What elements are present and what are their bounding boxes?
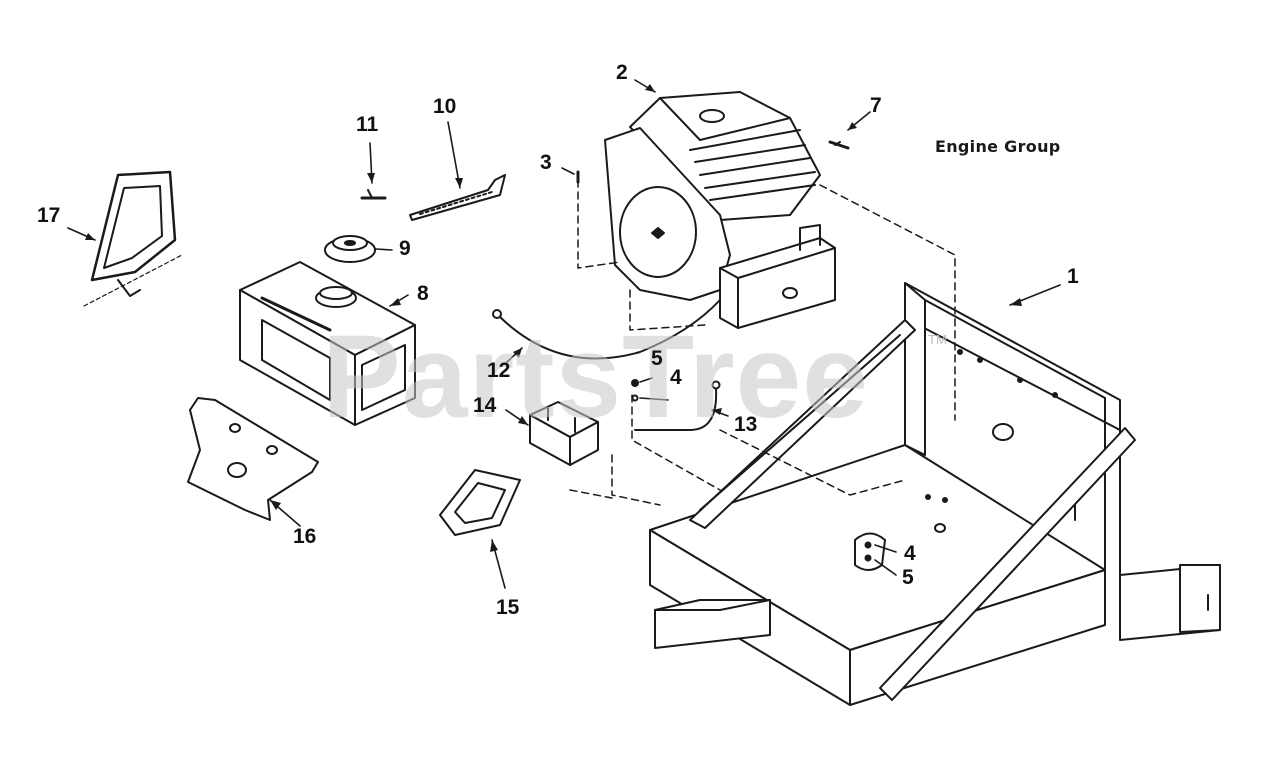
strap-part-10 xyxy=(409,174,506,221)
assembly-guide-lines xyxy=(569,179,956,506)
callout-4-lower[interactable]: 4 xyxy=(904,542,916,565)
callout-2[interactable]: 2 xyxy=(616,61,628,84)
watermark: PartsTree xyxy=(322,311,869,443)
fastener-group xyxy=(631,379,639,402)
wire-part-13 xyxy=(634,380,721,431)
callout-12[interactable]: 12 xyxy=(487,359,511,382)
callout-1[interactable]: 1 xyxy=(1067,265,1079,288)
fuel-tank-part-8 xyxy=(239,261,416,426)
frame-part xyxy=(649,282,1221,706)
callout-7[interactable]: 7 xyxy=(870,94,882,117)
fuel-cap-part-9 xyxy=(324,235,376,263)
callout-5-upper[interactable]: 5 xyxy=(651,347,663,370)
cable-part-12 xyxy=(492,299,721,360)
spark-plug-part-7 xyxy=(828,140,850,150)
callout-16[interactable]: 16 xyxy=(293,525,317,548)
diagram-caption: Engine Group xyxy=(935,137,1061,156)
leader-arrowheads xyxy=(85,84,1022,552)
callout-3[interactable]: 3 xyxy=(540,151,552,174)
callout-10[interactable]: 10 xyxy=(433,95,457,118)
callout-5-lower[interactable]: 5 xyxy=(902,566,914,589)
gasket-part-15 xyxy=(439,469,521,536)
callout-8[interactable]: 8 xyxy=(417,282,429,305)
battery-part-14 xyxy=(529,401,599,466)
callout-4-upper[interactable]: 4 xyxy=(670,366,682,389)
handle-part-17 xyxy=(83,170,183,307)
callout-9[interactable]: 9 xyxy=(399,237,411,260)
callout-11[interactable]: 11 xyxy=(356,113,379,136)
callout-17[interactable]: 17 xyxy=(37,204,61,227)
bracket-plate-part-16 xyxy=(187,397,319,521)
callout-14[interactable]: 14 xyxy=(473,394,497,417)
callout-13[interactable]: 13 xyxy=(734,413,758,436)
clip-part-11 xyxy=(360,189,387,200)
watermark-trademark: TM xyxy=(928,332,947,347)
engine-part xyxy=(604,91,836,329)
callout-15[interactable]: 15 xyxy=(496,596,520,619)
